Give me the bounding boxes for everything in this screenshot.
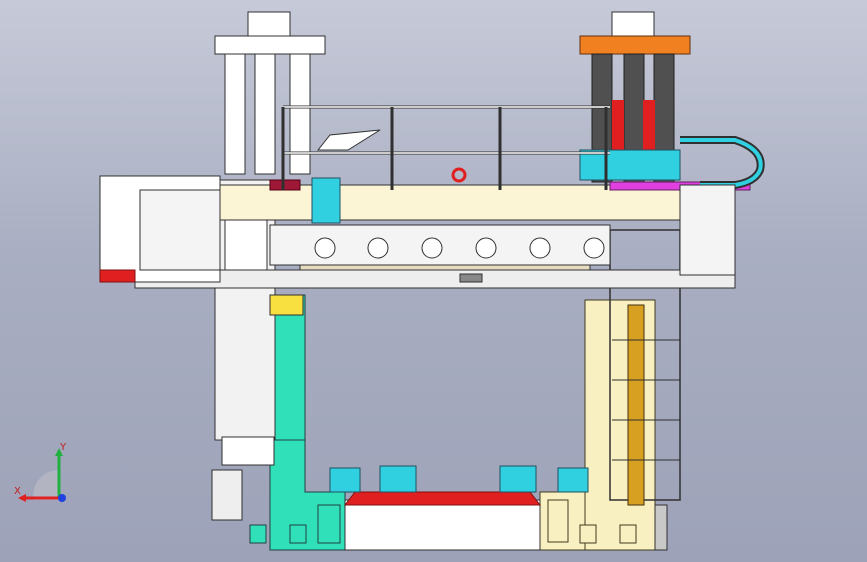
left-motors	[214, 11, 326, 175]
right-column	[539, 229, 681, 551]
y-axis-label: Y	[60, 442, 67, 453]
right-motors	[579, 11, 765, 276]
left-drive-box	[99, 175, 301, 283]
left-column	[211, 179, 346, 551]
guard-rail	[281, 105, 610, 224]
view-orientation-triad[interactable]: X Y	[14, 440, 74, 510]
x-axis-label: X	[14, 486, 21, 497]
cross-beam	[134, 184, 736, 289]
base-table	[329, 465, 589, 551]
axis-triad-icon	[18, 448, 66, 502]
